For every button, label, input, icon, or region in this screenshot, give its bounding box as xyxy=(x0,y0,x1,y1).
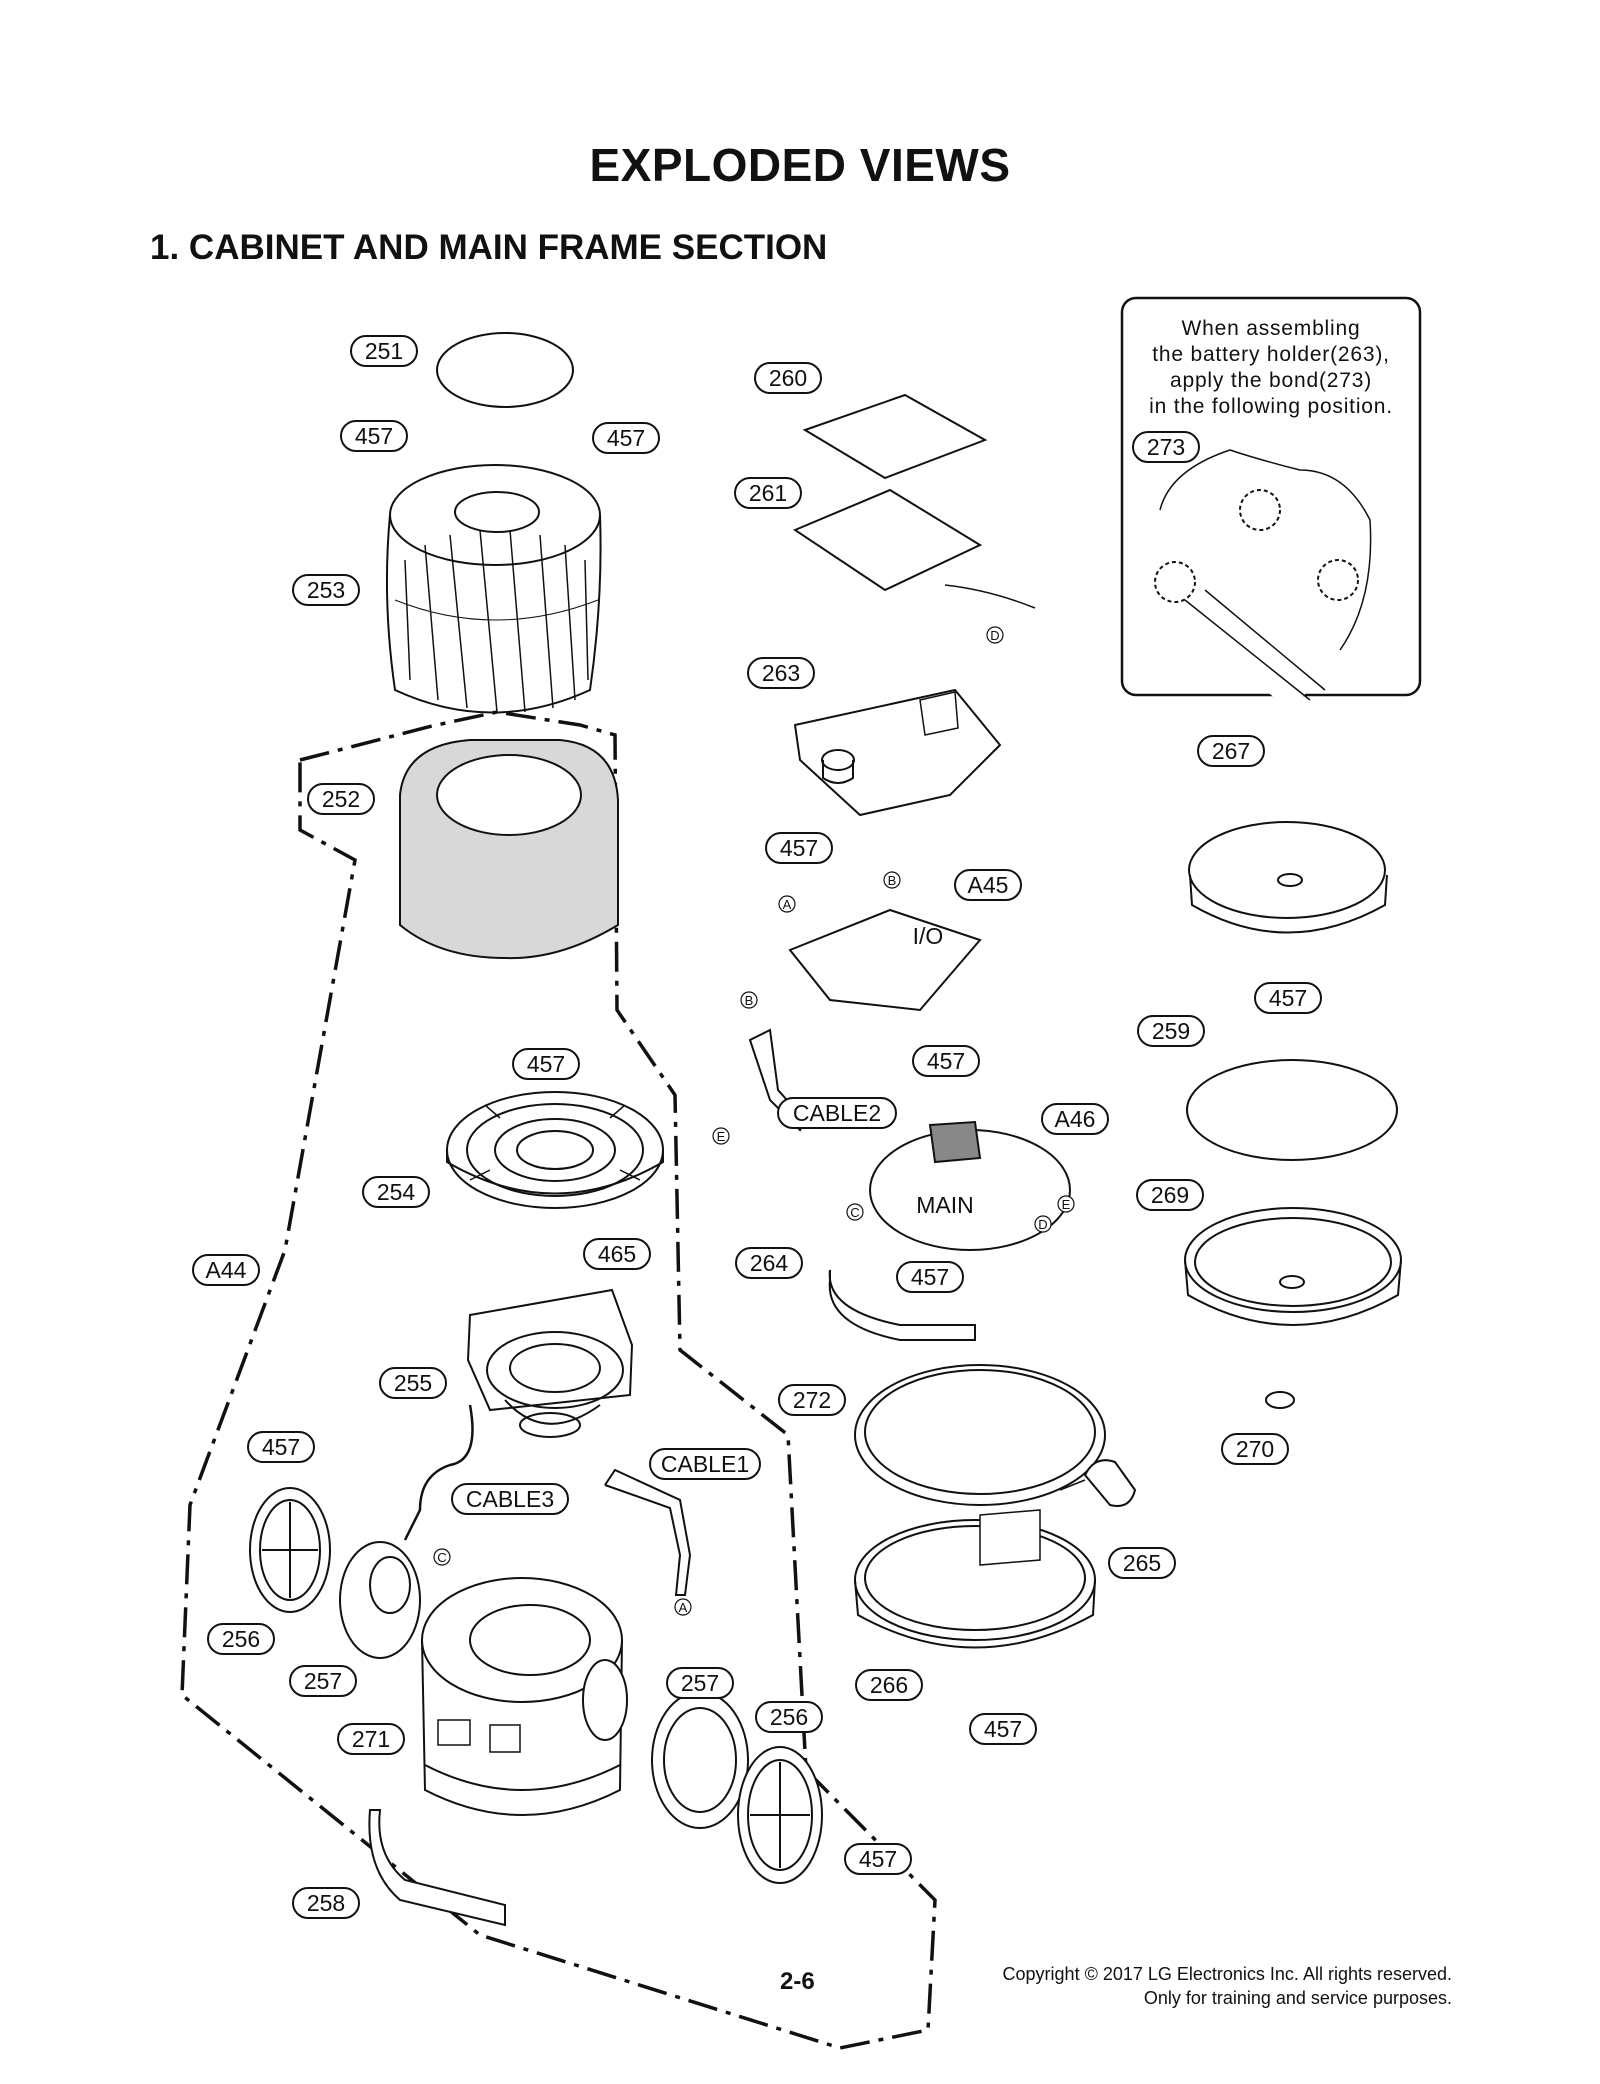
copyright-line-1: Copyright © 2017 LG Electronics Inc. All… xyxy=(1002,1964,1452,1984)
marker-a-2: A xyxy=(679,1600,688,1615)
label-cable2: CABLE2 xyxy=(793,1100,881,1126)
label-457-c: 457 xyxy=(527,1051,565,1077)
label-457-e: 457 xyxy=(859,1846,897,1872)
label-256-left: 256 xyxy=(222,1626,260,1652)
label-457-a: 457 xyxy=(355,423,393,449)
a44-assembly-boundary xyxy=(180,710,937,2050)
marker-d-1: D xyxy=(990,628,999,643)
part-263-battery-holder xyxy=(793,688,1002,817)
part-270-foot xyxy=(1265,1391,1295,1409)
label-256-right: 256 xyxy=(770,1704,808,1730)
label-270: 270 xyxy=(1236,1436,1274,1462)
connector-markers: D B A B E C D E C A xyxy=(433,626,1075,1616)
label-457-h: 457 xyxy=(911,1264,949,1290)
marker-c-2: C xyxy=(437,1550,446,1565)
part-264-band xyxy=(828,1269,976,1341)
note-line-1: When assembling xyxy=(1182,317,1361,340)
label-259: 259 xyxy=(1152,1018,1190,1044)
label-258: 258 xyxy=(307,1890,345,1916)
part-a46-main-board xyxy=(869,1120,1071,1251)
note-line-2: the battery holder(263), xyxy=(1152,343,1390,366)
marker-c-1: C xyxy=(850,1205,859,1220)
part-251-top-cover xyxy=(436,332,574,408)
label-263: 263 xyxy=(762,660,800,686)
label-271: 271 xyxy=(352,1726,390,1752)
marker-d-2: D xyxy=(1038,1217,1047,1232)
label-267: 267 xyxy=(1212,738,1250,764)
label-457-f: 457 xyxy=(780,835,818,861)
label-255: 255 xyxy=(394,1370,432,1396)
part-265-module xyxy=(1059,1459,1137,1507)
marker-b-2: B xyxy=(745,993,754,1008)
label-251: 251 xyxy=(365,338,403,364)
label-261: 261 xyxy=(749,480,787,506)
label-457-d: 457 xyxy=(262,1434,300,1460)
label-465: 465 xyxy=(598,1241,636,1267)
page-title: EXPLODED VIEWS xyxy=(589,139,1011,191)
label-257-right: 257 xyxy=(681,1670,719,1696)
part-266-base-ring xyxy=(854,1509,1096,1649)
part-labels: 251 457 457 253 252 457 254 A44 465 255 … xyxy=(192,335,1322,1919)
label-457-j: 457 xyxy=(1269,985,1307,1011)
marker-e-1: E xyxy=(717,1129,726,1144)
part-271-main-body xyxy=(421,1577,628,1816)
label-265: 265 xyxy=(1123,1550,1161,1576)
assembly-note-box: When assembling the battery holder(263),… xyxy=(1120,296,1422,712)
part-254-speaker-frame xyxy=(446,1091,664,1209)
board-io-text: I/O xyxy=(913,923,944,949)
board-main-text: MAIN xyxy=(916,1192,974,1218)
part-252-fabric-cover xyxy=(399,739,619,960)
part-253-grille xyxy=(385,464,602,714)
marker-e-2: E xyxy=(1062,1197,1071,1212)
label-457-i: 457 xyxy=(984,1716,1022,1742)
label-273: 273 xyxy=(1147,434,1185,460)
label-257-left: 257 xyxy=(304,1668,342,1694)
label-a44: A44 xyxy=(206,1257,247,1283)
label-272: 272 xyxy=(793,1387,831,1413)
copyright: Copyright © 2017 LG Electronics Inc. All… xyxy=(1003,1962,1452,2010)
part-256-side-grille-left xyxy=(249,1487,331,1613)
label-266: 266 xyxy=(870,1672,908,1698)
section-title: 1. CABINET AND MAIN FRAME SECTION xyxy=(150,228,828,267)
marker-b-1: B xyxy=(888,873,897,888)
label-cable3: CABLE3 xyxy=(466,1486,554,1512)
part-258-strip xyxy=(368,1809,506,1927)
part-260-battery-cover xyxy=(802,393,988,480)
part-267-base-bracket xyxy=(1188,821,1388,934)
label-254: 254 xyxy=(377,1179,416,1205)
part-a45-io-board xyxy=(788,908,982,1012)
note-line-4: in the following position. xyxy=(1149,395,1393,418)
label-a46: A46 xyxy=(1055,1106,1096,1132)
part-255-speaker-unit xyxy=(466,1288,634,1438)
part-257-passive-radiator-right xyxy=(651,1691,749,1829)
part-272-ring xyxy=(854,1364,1106,1506)
marker-a-1: A xyxy=(783,897,792,912)
cable1-flex xyxy=(604,1468,692,1596)
part-256-side-grille-right xyxy=(737,1746,823,1884)
note-line-3: apply the bond(273) xyxy=(1170,369,1372,392)
label-260: 260 xyxy=(769,365,807,391)
label-a45: A45 xyxy=(968,872,1009,898)
page-number: 2-6 xyxy=(780,1968,815,1995)
part-261-battery xyxy=(792,488,1036,609)
label-457-b: 457 xyxy=(607,425,645,451)
part-259-ring xyxy=(1186,1059,1398,1161)
part-269-bottom-tray xyxy=(1184,1207,1402,1326)
copyright-line-2: Only for training and service purposes. xyxy=(1143,1988,1452,2008)
part-257-passive-radiator-left xyxy=(339,1541,421,1659)
label-269: 269 xyxy=(1151,1182,1189,1208)
label-264: 264 xyxy=(750,1250,789,1276)
label-253: 253 xyxy=(307,577,345,603)
label-cable1: CABLE1 xyxy=(661,1451,749,1477)
label-252: 252 xyxy=(322,786,360,812)
cable3-wire xyxy=(403,1404,474,1541)
label-457-g: 457 xyxy=(927,1048,965,1074)
